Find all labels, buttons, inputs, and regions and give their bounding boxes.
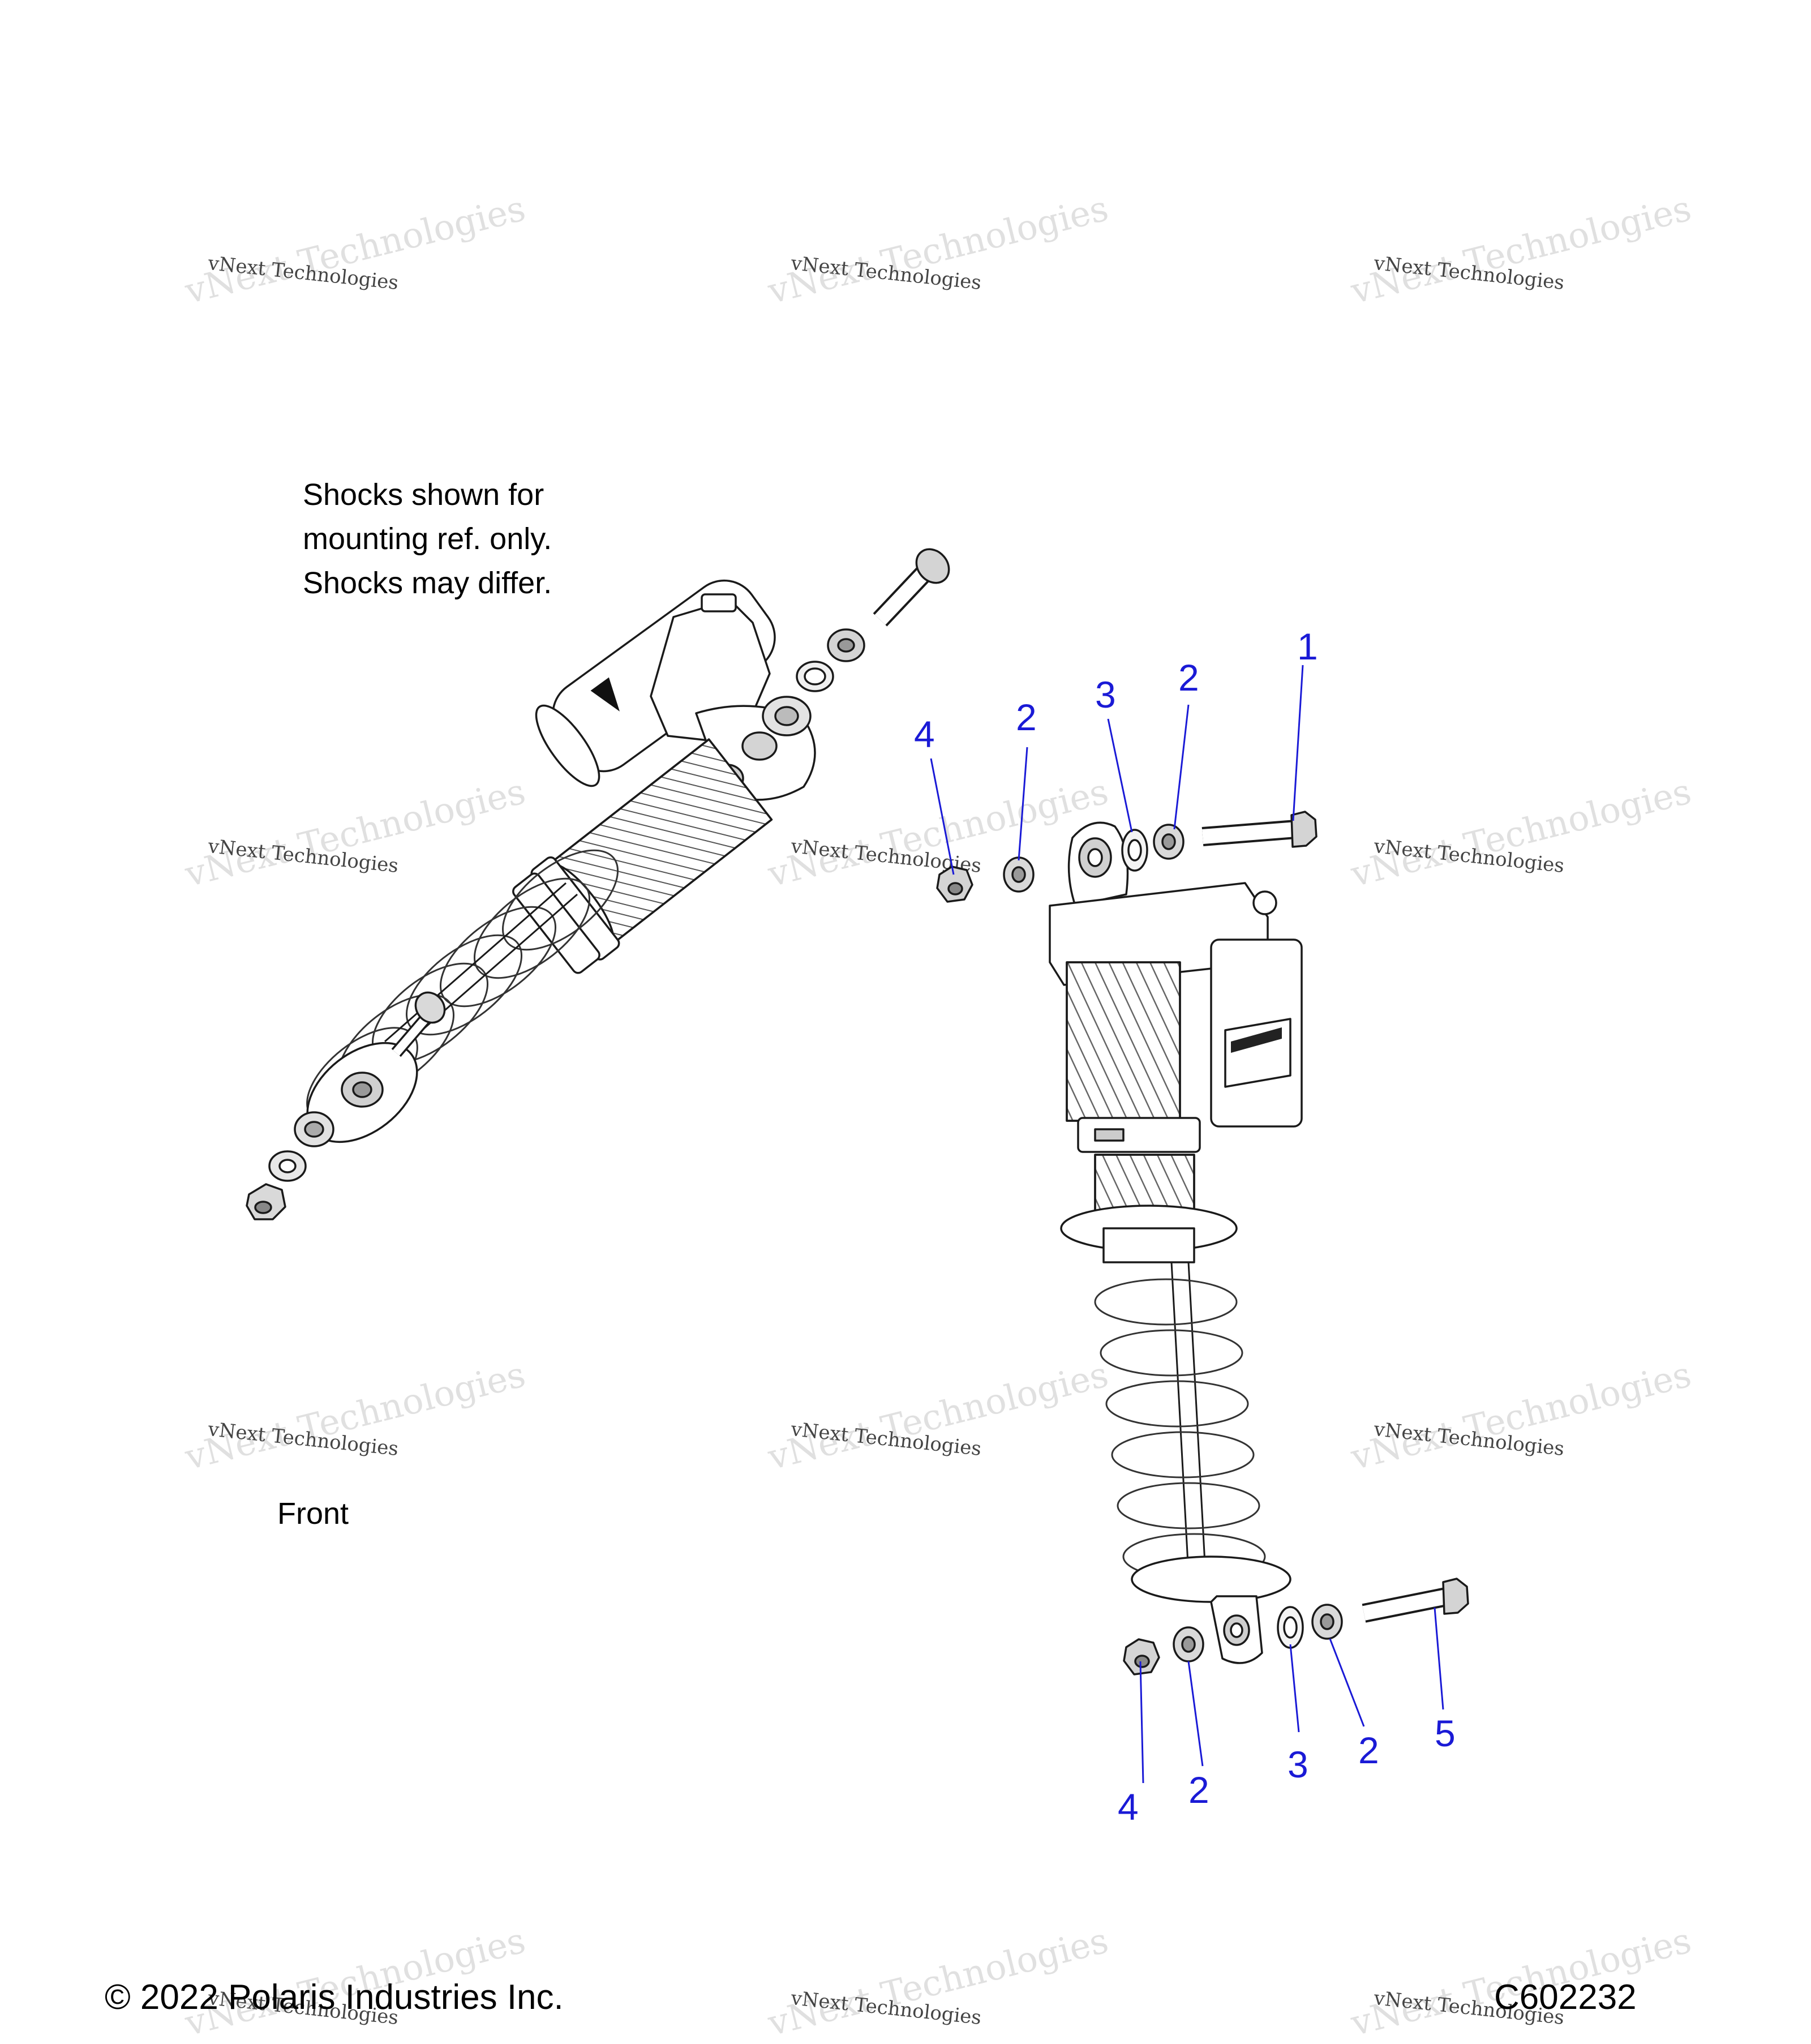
callout-3: 3 — [1095, 674, 1116, 715]
callout-4: 4 — [1118, 1786, 1139, 1828]
copyright: © 2022 Polaris Industries Inc. — [105, 1978, 564, 2017]
callout-5: 5 — [1435, 1712, 1456, 1754]
callout-2: 2 — [1016, 696, 1037, 738]
shocks-note: Shocks shown for mounting ref. only. Sho… — [303, 473, 552, 605]
drawing-id: C602232 — [1494, 1978, 1637, 2017]
front-shock-assembly — [246, 548, 950, 1220]
leader-lines — [930, 665, 1444, 1784]
front-label: Front — [277, 1497, 349, 1531]
callout-2: 2 — [1188, 1769, 1209, 1811]
callout-4: 4 — [914, 713, 935, 755]
shocks-note-line-3: Shocks may differ. — [303, 566, 552, 600]
callout-2: 2 — [1358, 1729, 1379, 1771]
callout-1: 1 — [1297, 625, 1318, 667]
shocks-note-line-2: mounting ref. only. — [303, 522, 552, 556]
callout-3: 3 — [1288, 1743, 1308, 1785]
callout-2: 2 — [1178, 657, 1199, 699]
shocks-note-line-1: Shocks shown for — [303, 478, 544, 512]
rear-shock-assembly — [936, 811, 1469, 1676]
